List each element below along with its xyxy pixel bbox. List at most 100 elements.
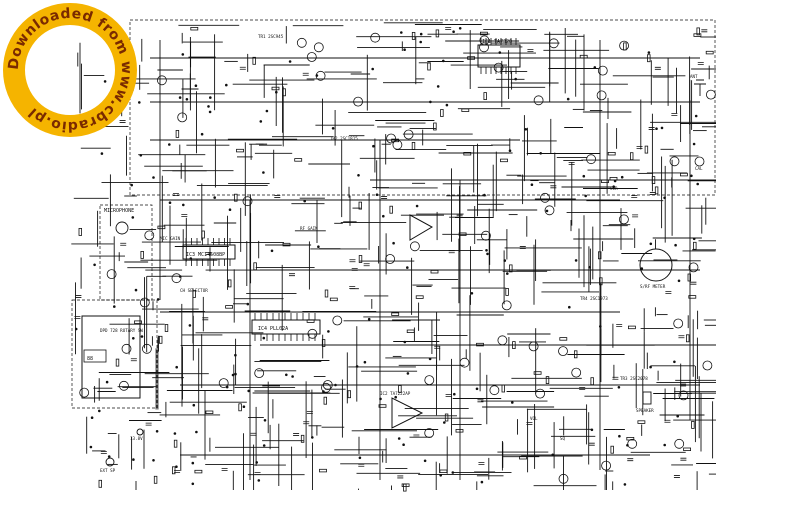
- junction-dot: [132, 458, 135, 461]
- junction-dot: [674, 243, 677, 247]
- resistor-icon: [271, 86, 280, 91]
- resistor-icon: [406, 329, 415, 333]
- junction-dot: [379, 397, 382, 401]
- resistor-icon: [282, 88, 286, 97]
- junction-dot: [415, 204, 419, 208]
- junction-dot: [90, 416, 94, 420]
- junction-dot: [663, 443, 666, 447]
- resistor-icon: [467, 56, 476, 60]
- transistor-icon: [688, 262, 699, 273]
- resistor-icon: [294, 158, 303, 162]
- resistor-icon: [439, 469, 448, 473]
- resistor-icon: [680, 172, 688, 177]
- transistor-icon: [548, 38, 559, 49]
- resistor-icon: [158, 335, 163, 344]
- junction-dot: [139, 154, 143, 157]
- resistor-icon: [610, 445, 614, 454]
- junction-dot: [194, 84, 198, 87]
- transistor-icon: [619, 40, 629, 51]
- junction-dot: [175, 465, 178, 469]
- junction-dot: [613, 179, 617, 183]
- antenna-icon: [694, 79, 706, 96]
- junction-dot: [677, 279, 681, 283]
- junction-dot: [168, 201, 172, 205]
- resistor-icon: [319, 468, 327, 473]
- resistor-icon: [300, 434, 305, 443]
- junction-dot: [242, 405, 246, 409]
- resistor-icon: [693, 33, 702, 37]
- capacitor-icon: [293, 433, 300, 436]
- transistor-icon: [242, 196, 253, 207]
- microphone-outline: [99, 204, 153, 301]
- resistor-icon: [512, 341, 516, 350]
- resistor-icon: [455, 429, 464, 433]
- capacitor-icon: [673, 475, 680, 478]
- junction-dot: [195, 430, 198, 434]
- resistor-icon: [590, 377, 594, 386]
- resistor-icon: [559, 337, 568, 341]
- junction-dot: [372, 144, 375, 148]
- capacitor-icon: [413, 434, 420, 438]
- resistor-icon: [696, 27, 700, 36]
- capacitor-icon: [100, 451, 107, 454]
- junction-dot: [505, 272, 509, 275]
- transistor-icon: [489, 385, 500, 396]
- capacitor-icon: [397, 475, 404, 479]
- resistor-icon: [411, 141, 416, 150]
- junction-dot: [442, 421, 446, 424]
- junction-dot: [188, 324, 192, 327]
- resistor-icon: [628, 325, 636, 330]
- resistor-icon: [435, 29, 440, 38]
- transistor-icon: [480, 230, 491, 241]
- transistor-icon: [558, 473, 569, 484]
- junction-dot: [107, 455, 111, 458]
- junction-dot: [663, 196, 666, 200]
- label-power: 13.8V: [130, 436, 143, 441]
- junction-dot: [105, 380, 109, 384]
- transistor-icon: [674, 438, 685, 449]
- junction-dot: [262, 171, 265, 174]
- transistor-icon: [141, 343, 152, 354]
- transistor-icon: [156, 75, 167, 86]
- resistor-icon: [440, 109, 444, 117]
- junction-dot: [598, 325, 602, 328]
- junction-dot: [363, 360, 367, 364]
- resistor-icon: [282, 242, 291, 247]
- capacitor-icon: [274, 195, 281, 198]
- watermark-ring: [3, 3, 137, 137]
- junction-dot: [451, 471, 455, 474]
- junction-dot: [649, 365, 652, 369]
- junction-dot: [475, 387, 479, 391]
- junction-dot: [262, 444, 266, 447]
- label-ext-sp: EXT SP: [100, 468, 116, 473]
- resistor-icon: [607, 151, 616, 156]
- transistor-icon: [597, 65, 608, 76]
- label-tr4: TR4 2SC1973: [580, 296, 608, 301]
- resistor-icon: [683, 447, 691, 451]
- junction-dot: [103, 80, 107, 83]
- junction-dot: [367, 317, 371, 321]
- transistor-icon: [528, 341, 539, 352]
- transistor-icon: [385, 254, 396, 264]
- transistor-icon: [424, 375, 435, 386]
- junction-dot: [660, 126, 664, 130]
- junction-dot: [567, 305, 571, 309]
- capacitor-icon: [519, 246, 526, 249]
- label-microphone: MICROPHONE: [104, 208, 134, 214]
- junction-dot: [545, 209, 549, 213]
- junction-dot: [405, 266, 409, 269]
- junction-dot: [458, 26, 462, 30]
- resistor-icon: [329, 297, 338, 302]
- junction-dot: [584, 194, 587, 198]
- transistor-icon: [386, 133, 397, 144]
- microphone-icon: [115, 221, 129, 235]
- resistor-icon: [238, 403, 242, 412]
- junction-dot: [692, 237, 696, 241]
- junction-dot: [357, 174, 360, 177]
- resistor-icon: [411, 32, 416, 40]
- junction-dot: [439, 473, 443, 477]
- junction-dot: [626, 443, 629, 447]
- capacitor-icon: [579, 386, 586, 390]
- resistor-icon: [192, 289, 196, 298]
- junction-dot: [74, 327, 78, 331]
